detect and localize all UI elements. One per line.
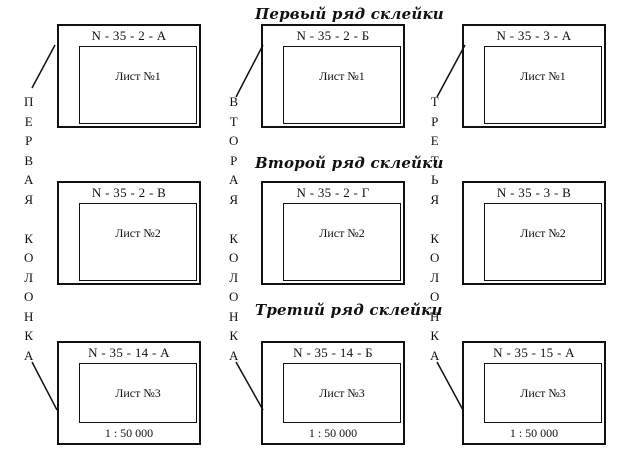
sheet-label: Лист №3: [520, 386, 566, 400]
sheet-nomenclature: N - 35 - 14 - А: [88, 345, 170, 360]
sheet-inner-frame: Лист №1: [484, 46, 602, 124]
sheet-nomenclature: N - 35 - 14 - Б: [293, 345, 373, 360]
leader-line-col3-top: [436, 44, 466, 98]
sheet-scale: 1 : 50 000: [308, 426, 358, 440]
leader-line-col1-top: [31, 44, 56, 89]
sheet-label: Лист №3: [319, 386, 365, 400]
sheet-nomenclature: N - 35 - 2 - Б: [296, 28, 370, 43]
sheet-scale: 1 : 50 000: [509, 426, 559, 440]
sheet-r2-c3: N - 35 - 3 - В Лист №2: [462, 181, 606, 285]
sheet-inner-frame: Лист №3: [484, 363, 602, 423]
sheet-nomenclature: N - 35 - 15 - А: [493, 345, 575, 360]
leader-line-col3-bottom: [436, 361, 464, 411]
sheet-label: Лист №3: [115, 386, 161, 400]
sheet-nomenclature: N - 35 - 2 - В: [91, 185, 167, 200]
sheet-r1-c3: N - 35 - 3 - А Лист №1: [462, 24, 606, 128]
sheet-inner-frame: Лист №1: [283, 46, 401, 124]
sheet-r3-c2: N - 35 - 14 - Б Лист №3 1 : 50 000: [261, 341, 405, 445]
sheet-r2-c2: N - 35 - 2 - Г Лист №2: [261, 181, 405, 285]
sheet-inner-frame: Лист №3: [283, 363, 401, 423]
sheet-inner-frame: Лист №2: [79, 203, 197, 281]
row-title-second: Второй ряд склейки: [255, 154, 444, 172]
sheet-inner-frame: Лист №1: [79, 46, 197, 124]
sheet-label: Лист №2: [319, 226, 365, 240]
sheet-r1-c2: N - 35 - 2 - Б Лист №1: [261, 24, 405, 128]
sheet-nomenclature: N - 35 - 3 - В: [496, 185, 572, 200]
leader-line-col1-bottom: [31, 361, 58, 411]
sheet-nomenclature: N - 35 - 3 - А: [496, 28, 572, 43]
sheet-label: Лист №1: [319, 69, 365, 83]
sheet-r3-c1: N - 35 - 14 - А Лист №3 1 : 50 000: [57, 341, 201, 445]
sheet-label: Лист №2: [520, 226, 566, 240]
sheet-r2-c1: N - 35 - 2 - В Лист №2: [57, 181, 201, 285]
row-title-third: Третий ряд склейки: [255, 301, 443, 319]
leader-line-col2-bottom: [235, 361, 264, 411]
sheet-scale: 1 : 50 000: [104, 426, 154, 440]
leader-line-col2-top: [235, 44, 264, 98]
sheet-r1-c1: N - 35 - 2 - А Лист №1: [57, 24, 201, 128]
row-title-first: Первый ряд склейки: [255, 5, 444, 23]
sheet-label: Лист №2: [115, 226, 161, 240]
sheet-label: Лист №1: [115, 69, 161, 83]
sheet-inner-frame: Лист №2: [283, 203, 401, 281]
sheet-nomenclature: N - 35 - 2 - А: [91, 28, 167, 43]
sheet-inner-frame: Лист №2: [484, 203, 602, 281]
sheet-r3-c3: N - 35 - 15 - А Лист №3 1 : 50 000: [462, 341, 606, 445]
sheet-nomenclature: N - 35 - 2 - Г: [296, 185, 370, 200]
sheet-label: Лист №1: [520, 69, 566, 83]
sheet-inner-frame: Лист №3: [79, 363, 197, 423]
